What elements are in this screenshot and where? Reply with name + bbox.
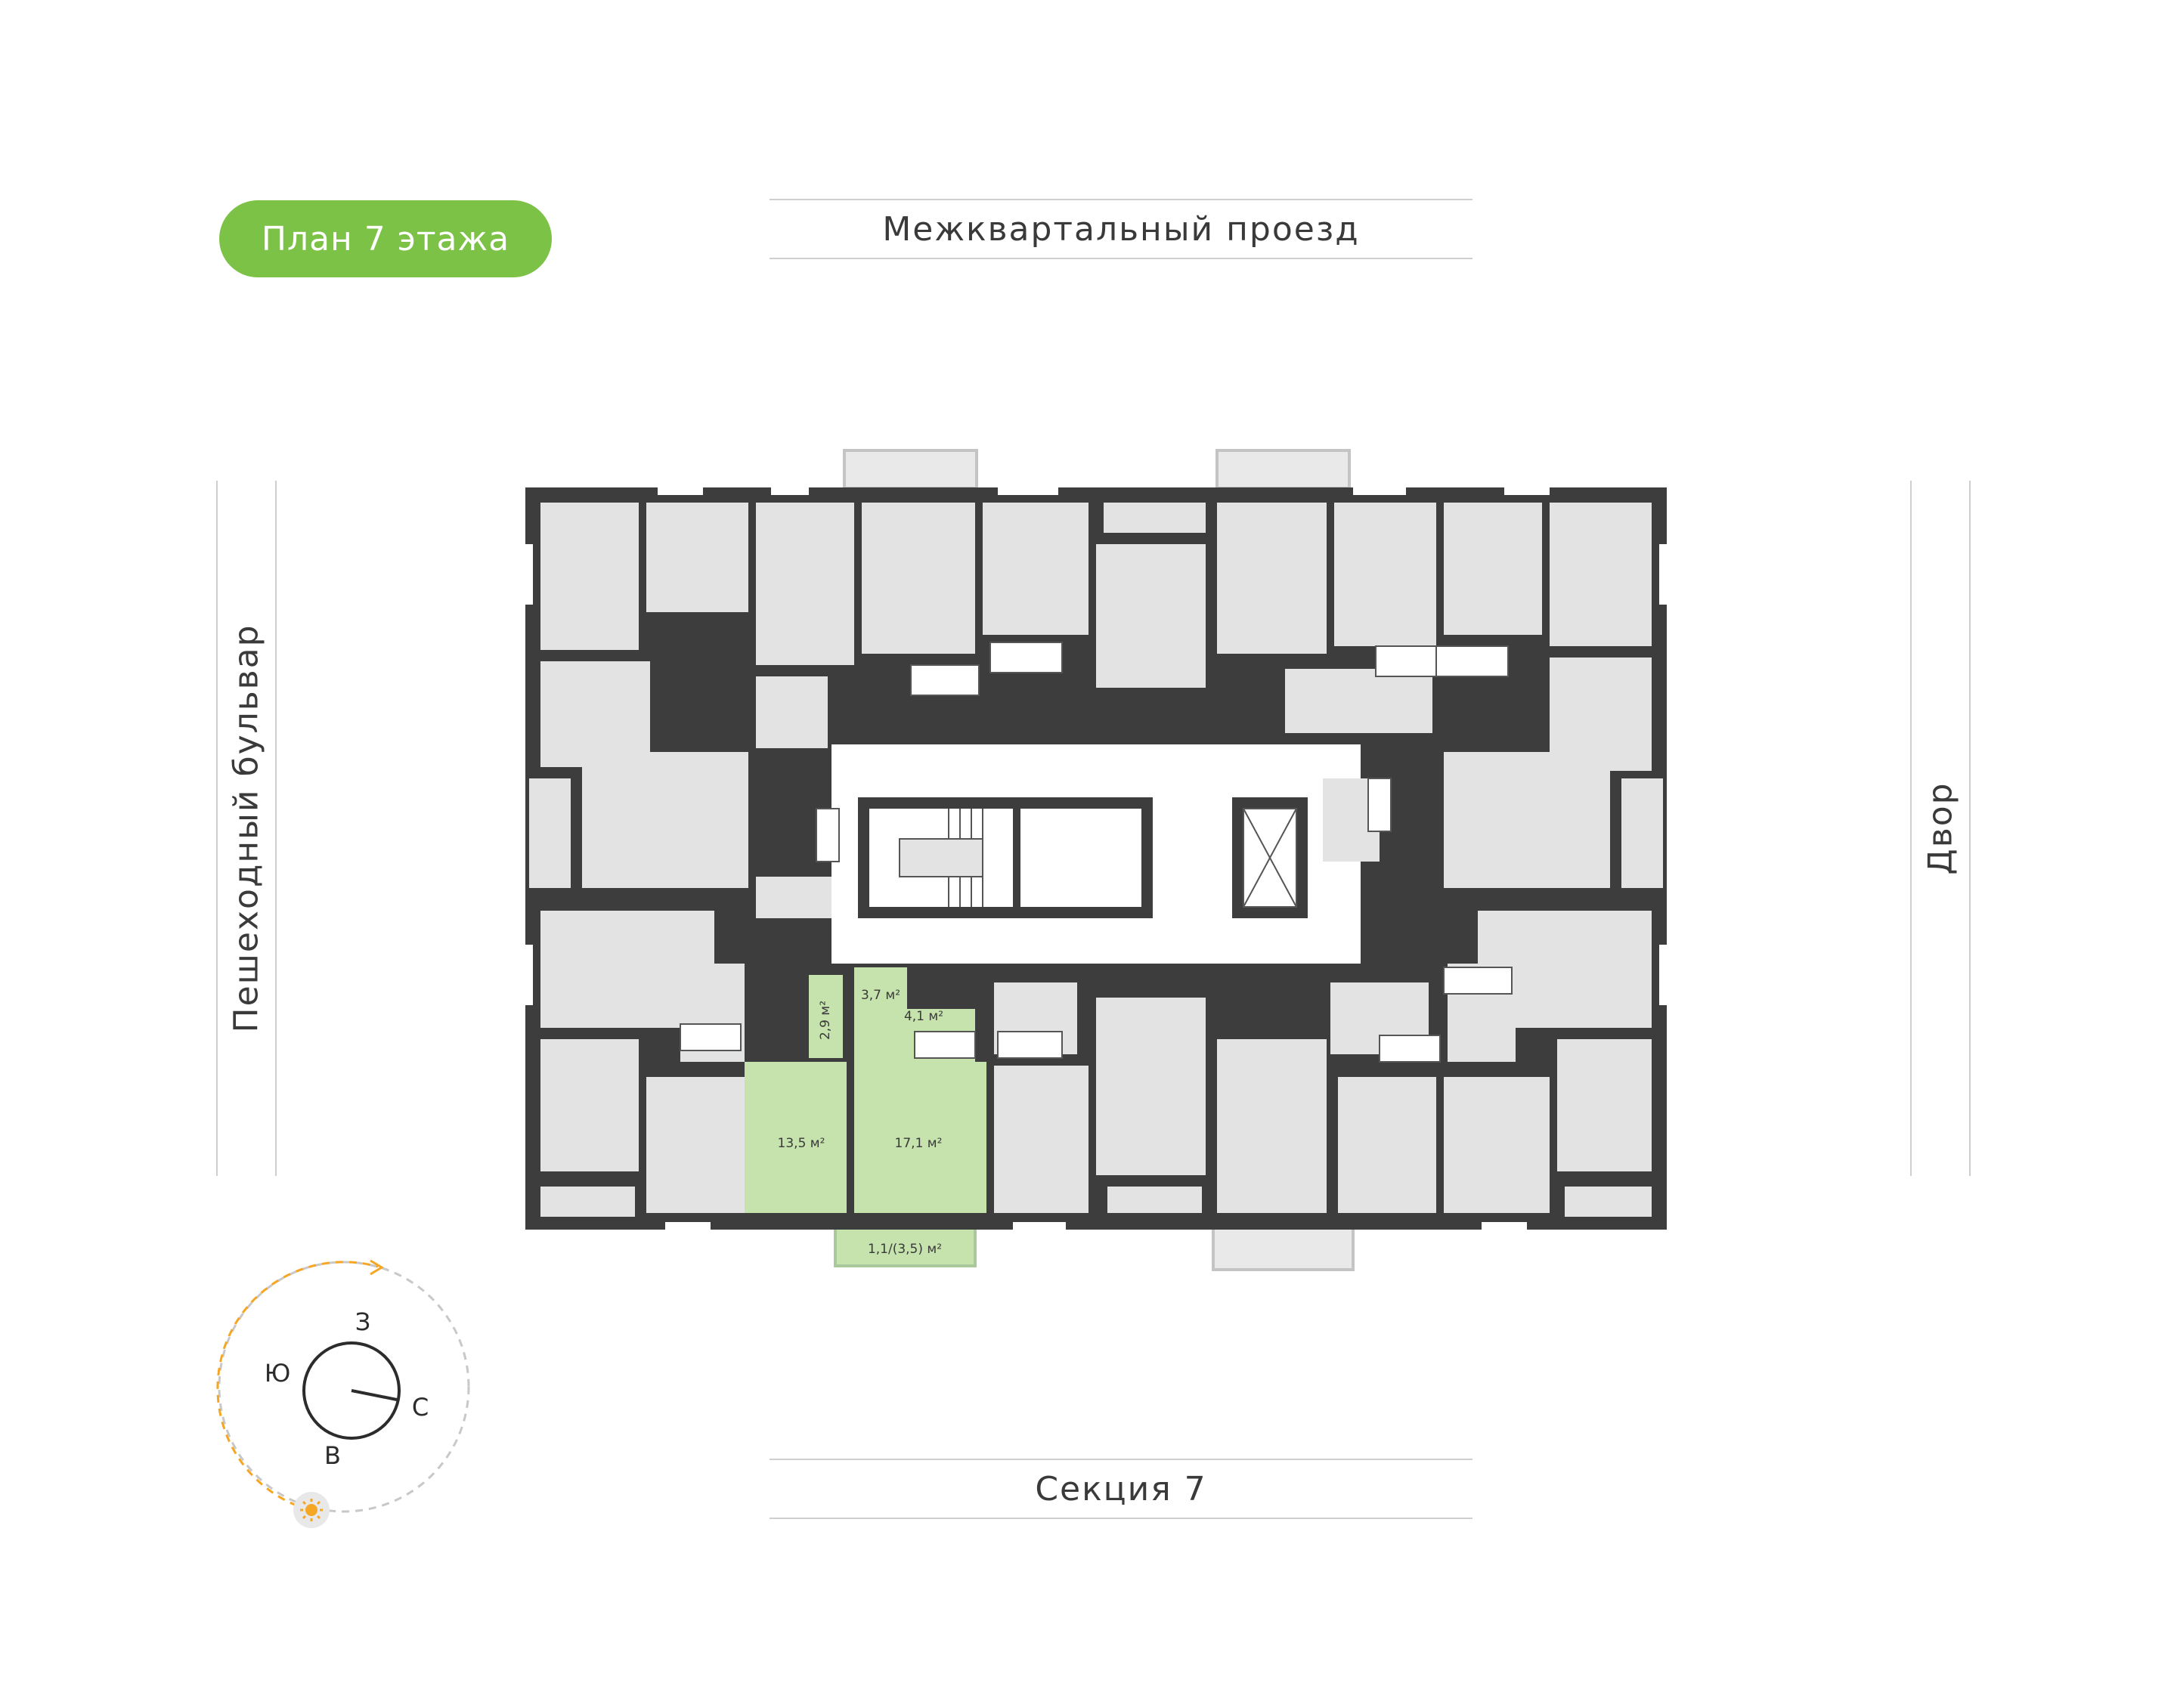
room — [646, 503, 748, 612]
room — [1285, 669, 1432, 733]
room — [1217, 503, 1327, 654]
room — [1338, 1077, 1436, 1213]
balconies — [843, 449, 1355, 1271]
compass-north: С — [412, 1393, 429, 1422]
balcony-highlighted[interactable] — [834, 1227, 977, 1267]
bathtub — [1379, 1035, 1441, 1063]
bathtub — [914, 1031, 976, 1059]
street-right: Двор — [1910, 481, 1971, 1176]
balcony-top-1 — [843, 449, 978, 490]
fixtures — [680, 642, 1513, 1063]
room — [1565, 1187, 1652, 1217]
area-labels: 2,9 м² 3,7 м² 4,1 м² 13,5 м² 17,1 м² 1,1… — [778, 988, 944, 1257]
compass: З Ю С В — [216, 1259, 470, 1528]
bathtub — [816, 808, 840, 862]
room — [1334, 503, 1436, 646]
room-bedroom[interactable] — [745, 1062, 847, 1213]
floor-plan-badge: План 7 этажа — [219, 200, 552, 277]
room — [646, 1077, 745, 1213]
area-label: 13,5 м² — [778, 1136, 825, 1151]
balcony-top-2 — [1215, 449, 1351, 490]
compass-west: З — [355, 1307, 371, 1336]
room — [756, 503, 854, 665]
room-hall[interactable] — [809, 975, 843, 1058]
room — [540, 1187, 635, 1217]
room — [994, 1066, 1088, 1213]
bathtub — [680, 1023, 742, 1051]
room — [1550, 503, 1652, 646]
room — [756, 877, 831, 918]
area-label: 3,7 м² — [861, 988, 900, 1003]
compass-east: В — [324, 1441, 341, 1470]
bathtub — [1443, 967, 1513, 995]
section-label: Секция 7 — [770, 1459, 1472, 1519]
bathtub — [989, 642, 1063, 673]
room-kitchen-living[interactable] — [854, 1062, 986, 1213]
room — [862, 503, 975, 654]
section-label-text: Секция 7 — [1035, 1469, 1207, 1508]
area-label: 17,1 м² — [895, 1136, 943, 1151]
area-label: 1,1/(3,5) м² — [868, 1242, 942, 1257]
room — [1096, 998, 1206, 1175]
street-top: Межквартальный проезд — [770, 199, 1472, 259]
balcony-bottom-right — [1212, 1227, 1355, 1271]
room — [1557, 1039, 1652, 1171]
bathtub — [1375, 645, 1445, 677]
room — [540, 1039, 639, 1171]
room — [1444, 1077, 1550, 1213]
room — [983, 503, 1088, 635]
room — [756, 676, 828, 748]
bathtub — [1367, 778, 1392, 832]
room — [529, 778, 571, 888]
stair-steps — [948, 809, 983, 907]
room — [1096, 544, 1206, 688]
bathtub — [997, 1031, 1063, 1059]
street-top-label: Межквартальный проезд — [882, 209, 1360, 249]
stair-landing — [899, 838, 983, 877]
street-left: Пешеходный бульвар — [216, 481, 277, 1176]
room-bath[interactable] — [854, 967, 907, 1009]
room — [582, 752, 748, 888]
windows — [525, 487, 1667, 1230]
compass-south: Ю — [265, 1359, 291, 1388]
stair-core — [858, 797, 1308, 918]
bathtub — [1435, 645, 1509, 677]
room — [1104, 503, 1206, 533]
area-label: 4,1 м² — [904, 1009, 943, 1024]
room — [1444, 503, 1542, 635]
room — [540, 503, 639, 650]
room — [1621, 778, 1663, 888]
floor-plan-title: План 7 этажа — [261, 219, 510, 258]
bathtub — [910, 664, 980, 696]
room — [1444, 752, 1610, 888]
room — [1217, 1039, 1327, 1213]
room — [1107, 1187, 1202, 1213]
lobby — [1020, 809, 1141, 907]
area-label: 2,9 м² — [818, 1001, 833, 1040]
room — [540, 661, 650, 767]
